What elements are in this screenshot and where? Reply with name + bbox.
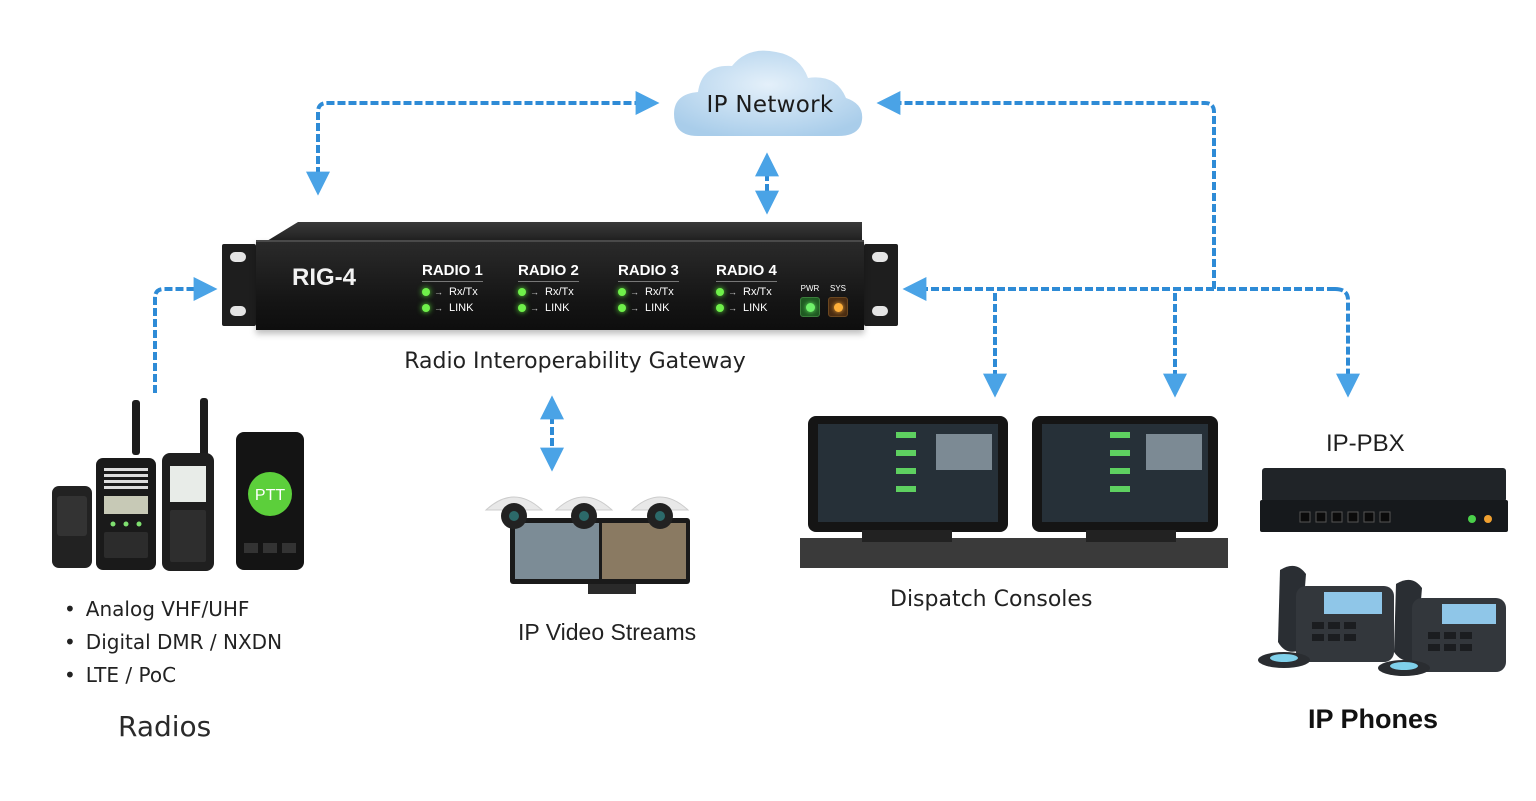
radio-port-name: RADIO 4 — [716, 262, 777, 282]
video-devices — [484, 496, 690, 594]
radio-port-1: RADIO 1 → Rx/Tx → LINK — [422, 262, 492, 314]
led-icon — [518, 304, 526, 312]
led-icon — [618, 288, 626, 296]
desk-phone-icon — [1378, 579, 1506, 676]
radio-port-name: RADIO 3 — [618, 262, 679, 282]
port-status-label: LINK — [645, 302, 670, 314]
port-status-label: LINK — [449, 302, 474, 314]
desk-phone-icon — [1258, 565, 1394, 668]
console-monitor-icon — [1032, 416, 1218, 542]
gateway-front-panel: RIG-4 RADIO 1 → Rx/Tx → LINK RADIO 2 → Rx/T… — [256, 240, 864, 330]
dome-camera-icon — [630, 496, 690, 529]
pbx-server-icon — [1260, 468, 1508, 532]
led-icon — [716, 304, 724, 312]
ptt-label: PTT — [255, 487, 285, 504]
link-radios-to-rig — [153, 277, 218, 393]
rack-ear-right — [864, 244, 898, 326]
arrow-icon: → — [630, 303, 639, 313]
smartphone-ptt-icon: PTT — [236, 432, 304, 570]
cloud-icon — [674, 50, 863, 136]
rack-ear-left — [222, 244, 256, 326]
led-icon — [422, 304, 430, 312]
dome-camera-icon — [484, 496, 544, 529]
gateway-caption: Radio Interoperability Gateway — [404, 349, 746, 374]
arrow-icon: → — [530, 287, 539, 297]
radio-type-item: LTE / PoC — [64, 659, 282, 692]
radio-type-item: Digital DMR / NXDN — [64, 626, 282, 659]
dome-camera-icon — [554, 496, 614, 529]
video-title: IP Video Streams — [518, 619, 697, 645]
power-led-icon — [805, 302, 815, 312]
port-status-label: LINK — [545, 302, 570, 314]
radio-port-name: RADIO 2 — [518, 262, 579, 282]
arrow-icon: → — [728, 287, 737, 297]
dispatch-title: Dispatch Consoles — [890, 587, 1093, 612]
port-status-label: LINK — [743, 302, 768, 314]
handheld-radio-icon — [52, 486, 92, 568]
arrow-icon: → — [630, 287, 639, 297]
radio-port-name: RADIO 1 — [422, 262, 483, 282]
radio-port-3: RADIO 3 → Rx/Tx → LINK — [618, 262, 688, 314]
led-icon — [422, 288, 430, 296]
phones-title: IP Phones — [1308, 704, 1439, 734]
console-monitor-icon — [808, 416, 1008, 542]
network-label: IP Network — [706, 92, 834, 118]
link-to-pbx — [1334, 287, 1360, 398]
led-icon — [518, 288, 526, 296]
led-icon — [716, 288, 724, 296]
link-bus-to-cloud — [876, 91, 1216, 289]
radio-type-item: Analog VHF/UHF — [64, 593, 282, 626]
gateway-model: RIG-4 — [292, 264, 357, 291]
port-status-label: Rx/Tx — [645, 286, 674, 298]
system-indicator: SYS — [826, 284, 850, 317]
power-indicator-label: PWR — [800, 284, 820, 293]
port-status-label: Rx/Tx — [545, 286, 574, 298]
radios-devices: PTT — [52, 398, 304, 571]
phones-devices — [1258, 565, 1506, 676]
arrow-icon: → — [530, 303, 539, 313]
port-status-label: Rx/Tx — [743, 286, 772, 298]
system-led-icon — [833, 302, 843, 312]
monitor-icon — [510, 518, 690, 594]
gateway-device: RIG-4 RADIO 1 → Rx/Tx → LINK RADIO 2 → Rx/T… — [222, 222, 898, 330]
gateway-chassis-top — [262, 222, 862, 244]
radios-title: Radios — [118, 710, 212, 743]
handheld-radio-icon — [96, 400, 156, 570]
radio-port-2: RADIO 2 → Rx/Tx → LINK — [518, 262, 588, 314]
radio-types-list: Analog VHF/UHF Digital DMR / NXDN LTE / … — [64, 593, 282, 692]
link-rig-to-cloud — [306, 91, 660, 196]
radio-port-4: RADIO 4 → Rx/Tx → LINK — [716, 262, 786, 314]
arrow-icon: → — [728, 303, 737, 313]
dispatch-devices — [800, 416, 1228, 568]
system-indicator-label: SYS — [829, 284, 846, 293]
port-status-label: Rx/Tx — [449, 286, 478, 298]
led-icon — [618, 304, 626, 312]
power-indicator: PWR — [798, 284, 822, 317]
arrow-icon: → — [434, 287, 443, 297]
handheld-radio-icon — [162, 398, 214, 571]
arrow-icon: → — [434, 303, 443, 313]
pbx-title: IP-PBX — [1326, 430, 1405, 457]
